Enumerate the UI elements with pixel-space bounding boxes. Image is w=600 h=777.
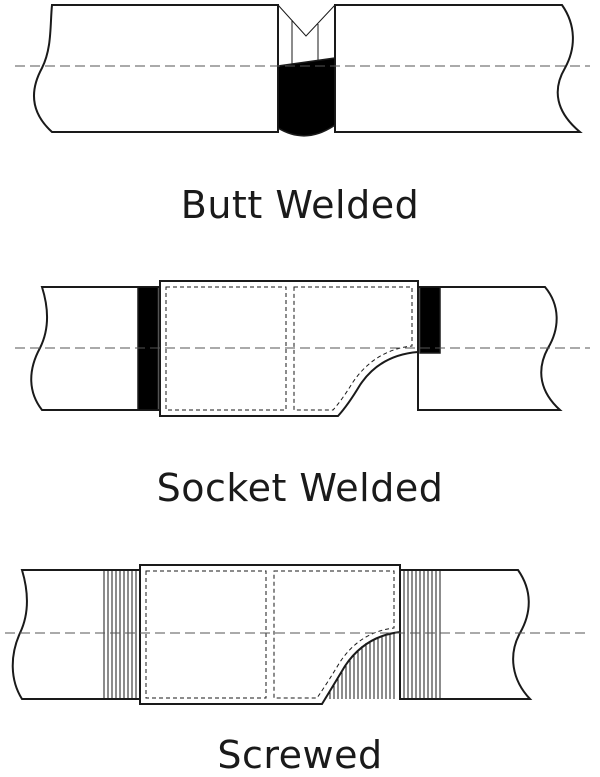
butt-right-pipe <box>334 4 583 133</box>
screwed-label: Screwed <box>217 733 383 777</box>
butt-welded-label: Butt Welded <box>180 183 420 227</box>
socket-weld-right <box>419 286 441 354</box>
screwed-threads-right <box>403 570 441 699</box>
screwed-threads-gap <box>329 633 395 699</box>
screwed-joint <box>5 564 585 705</box>
socket-welded-label: Socket Welded <box>156 466 444 510</box>
screwed-fitting <box>139 564 401 705</box>
butt-left-pipe <box>32 4 279 133</box>
butt-weld-bead <box>277 4 336 137</box>
screwed-threads-left <box>103 570 137 699</box>
screwed-left-pipe <box>11 569 141 700</box>
socket-welded-joint <box>15 280 590 417</box>
butt-welded-joint <box>15 4 590 137</box>
